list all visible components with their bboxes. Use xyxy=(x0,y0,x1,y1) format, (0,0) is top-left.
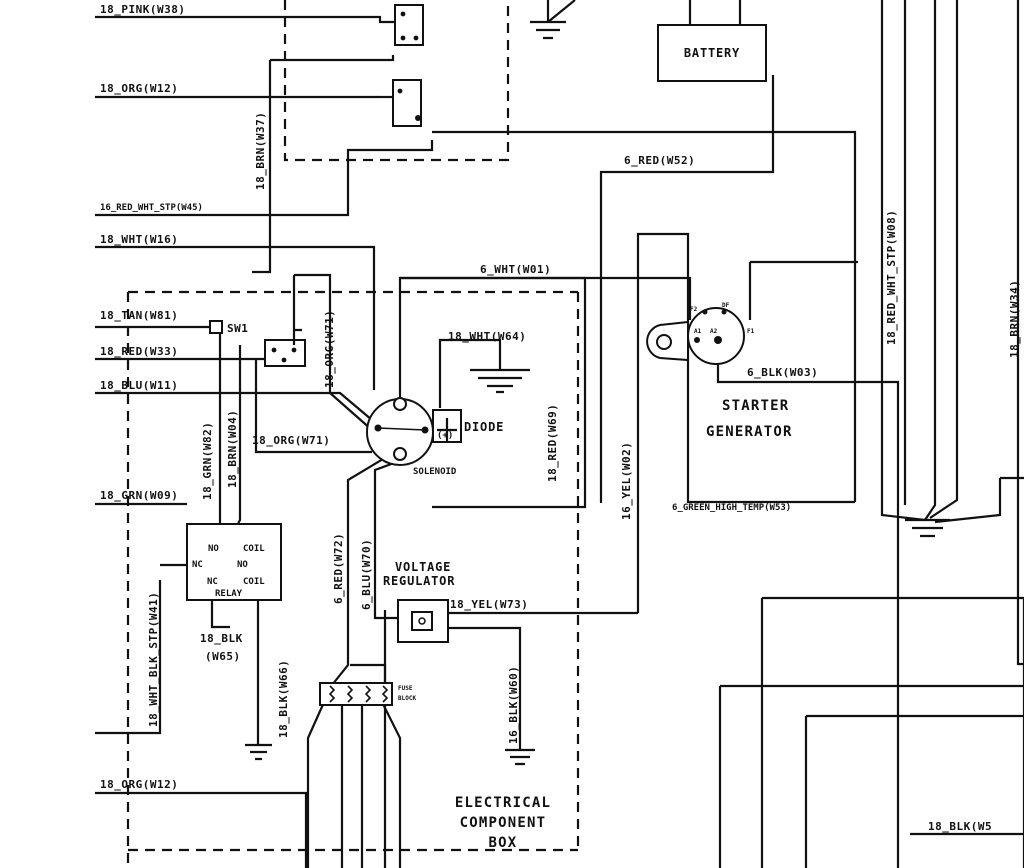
fuse-block-label-1: FUSE xyxy=(398,685,413,692)
relay-pin-no-mid: NO xyxy=(237,560,248,570)
wire-label-red-wht-stp-w08: 18_RED_WHT_STP(W08) xyxy=(885,210,898,345)
wire-label-grn-w82: 18_GRN(W82) xyxy=(201,422,214,500)
starter-generator: F2 DF A1 A2 F1 STARTER GENERATOR xyxy=(646,302,793,440)
wire-label-brn-w34: 18_BRN(W34) xyxy=(1008,280,1021,358)
ground-symbol-top xyxy=(530,20,566,40)
wire-label-blk-w65-line2: (W65) xyxy=(205,650,241,663)
fuse-block-label-2: BLOCK xyxy=(398,695,416,702)
wire-label-org-w71-horiz: 18_ORG(W71) xyxy=(252,434,330,447)
relay-pin-no-top: NO xyxy=(208,544,219,554)
fuse-block: FUSE BLOCK xyxy=(319,682,416,706)
wire-lines xyxy=(95,0,1024,868)
battery-label: BATTERY xyxy=(684,46,740,60)
wire-label-wht-w01: 6_WHT(W01) xyxy=(480,263,551,276)
wire-label-red-w72: 6_RED(W72) xyxy=(332,533,345,604)
ecb-label-3: BOX xyxy=(489,835,518,851)
starter-label-1: STARTER xyxy=(722,398,789,414)
wire-label-red-w69: 18_RED(W69) xyxy=(546,404,559,482)
solenoid-label: SOLENOID xyxy=(413,467,457,477)
relay-pin-coil-bottom: COIL xyxy=(243,577,265,587)
voltage-regulator: VOLTAGE REGULATOR xyxy=(383,560,455,643)
sw1-switch: SW1 xyxy=(209,320,248,335)
solenoid: SOLENOID xyxy=(366,397,457,477)
diode: (+) DIODE xyxy=(432,409,504,443)
wire-label-org-w12-bottom: 18_ORG(W12) xyxy=(100,778,178,791)
starter-pin-f2: F2 xyxy=(690,306,698,313)
wire-label-blk-w60: 16_BLK(W60) xyxy=(507,666,520,744)
ground-symbol-w64 xyxy=(470,368,530,394)
relay: NO COIL NC NO NC COIL RELAY xyxy=(186,523,282,601)
wire-label-wht-w64: 18_WHT(W64) xyxy=(448,330,526,343)
wire-label-red-w33: 18_RED(W33) xyxy=(100,345,178,358)
wire-label-blu-w70: 6_BLU(W70) xyxy=(360,539,373,610)
diode-plus-pin: (+) xyxy=(437,431,453,441)
wire-label-wht-w16: 18_WHT(W16) xyxy=(100,233,178,246)
voltage-reg-label-1: VOLTAGE xyxy=(395,560,451,574)
ecb-label-2: COMPONENT xyxy=(460,815,547,831)
relay-label: RELAY xyxy=(215,589,243,599)
wire-label-yel-w02: 16_YEL(W02) xyxy=(620,442,633,520)
starter-pin-f1: F1 xyxy=(747,328,755,335)
wire-label-blk-w66: 18_BLK(W66) xyxy=(277,660,290,738)
diode-label: DIODE xyxy=(464,420,504,434)
relay-pin-nc-bottom: NC xyxy=(207,577,218,587)
ground-symbol-right xyxy=(905,518,950,538)
small-switch xyxy=(264,330,306,367)
battery-box: BATTERY xyxy=(657,24,767,82)
dashed-enclosures xyxy=(126,0,580,868)
wire-label-blu-w11: 18_BLU(W11) xyxy=(100,379,178,392)
relay-pin-coil-top: COIL xyxy=(243,544,265,554)
wire-label-org-w12-top: 18_ORG(W12) xyxy=(100,82,178,95)
top-switch-1 xyxy=(394,4,424,46)
ground-symbol-w66 xyxy=(245,743,272,761)
wire-label-green-high-temp-w53: 6_GREEN_HIGH_TEMP(W53) xyxy=(672,503,791,513)
relay-pin-nc: NC xyxy=(192,560,203,570)
wire-label-blk-w03: 6_BLK(W03) xyxy=(747,366,818,379)
wire-label-org-w71-vert: 18_ORG(W71) xyxy=(323,310,336,388)
wire-label-wht-blk-stp-w41: 18_WHT_BLK_STP(W41) xyxy=(147,592,160,727)
wire-label-blk-w5-cut: 18_BLK(W5 xyxy=(928,820,992,833)
wire-label-brn-w37: 18_BRN(W37) xyxy=(254,112,267,190)
wire-label-red-w52: 6_RED(W52) xyxy=(624,154,695,167)
voltage-reg-label-2: REGULATOR xyxy=(383,574,455,588)
sw1-label: SW1 xyxy=(227,322,248,335)
top-switch-2 xyxy=(380,79,422,127)
wire-label-tan-w81: 18_TAN(W81) xyxy=(100,309,178,322)
wire-label-grn-w09: 18_GRN(W09) xyxy=(100,489,178,502)
vertical-wire-labels: 18_BRN(W37) 18_ORG(W71) 18_GRN(W82) 18_B… xyxy=(147,112,1021,744)
wire-labels: 18_PINK(W38) 18_ORG(W12) 16_RED_WHT_STP(… xyxy=(100,3,992,833)
wire-label-red-wht-stp-w45: 16_RED_WHT_STP(W45) xyxy=(100,203,203,213)
wire-label-brn-w04: 18_BRN(W04) xyxy=(226,410,239,488)
starter-pin-a1: A1 xyxy=(694,328,702,335)
starter-label-2: GENERATOR xyxy=(706,424,793,440)
wire-label-yel-w73: 18_YEL(W73) xyxy=(450,598,528,611)
ground-symbol-w60 xyxy=(505,748,535,766)
wire-label-blk-w65-line1: 18_BLK xyxy=(200,632,243,645)
starter-pin-df: DF xyxy=(722,302,730,309)
ecb-label-1: ELECTRICAL xyxy=(455,795,551,811)
electrical-component-box-label: ELECTRICAL COMPONENT BOX xyxy=(455,795,551,851)
wire-label-pink-w38: 18_PINK(W38) xyxy=(100,3,185,16)
starter-pin-a2: A2 xyxy=(710,328,718,335)
